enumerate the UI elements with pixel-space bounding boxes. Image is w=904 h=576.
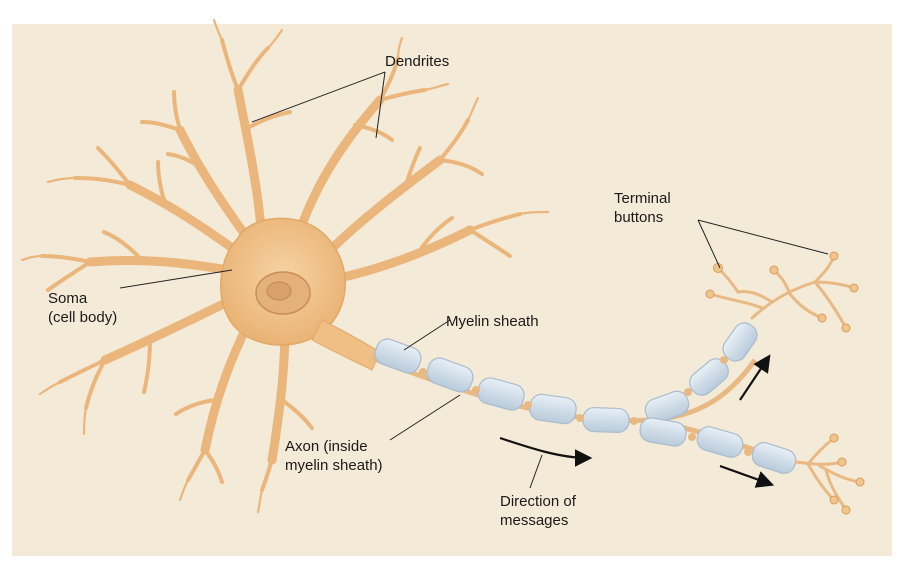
label-axon: Axon (inside myelin sheath) [285, 438, 383, 474]
soma [220, 217, 381, 371]
leader-lines [119, 71, 829, 489]
nodes-of-ranvier [419, 356, 752, 456]
label-myelin-sheath: Myelin sheath [446, 313, 539, 330]
dendrites [20, 18, 550, 514]
label-terminal-buttons: Terminal buttons [614, 190, 675, 226]
terminal-buttons [705, 251, 865, 515]
direction-arrow-upper [739, 354, 771, 401]
label-soma: Soma (cell body) [48, 290, 117, 326]
label-direction-of-messages: Direction of messages [500, 493, 580, 529]
direction-arrow-lower [719, 464, 775, 488]
direction-arrow-axon [499, 436, 593, 467]
background-panel [12, 24, 892, 556]
direction-arrows [499, 354, 775, 488]
label-dendrites: Dendrites [385, 53, 449, 70]
